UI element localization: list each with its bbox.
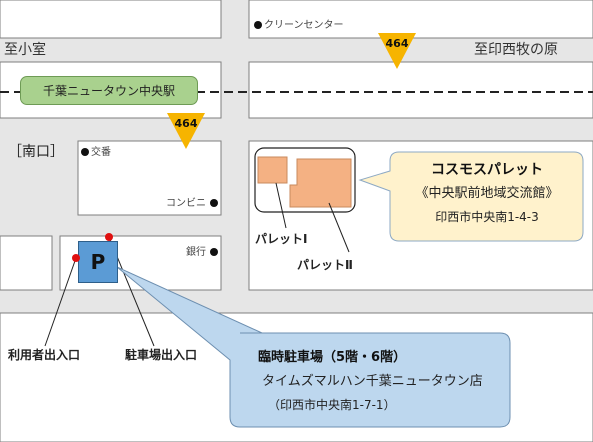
route-number-bottom: 464 xyxy=(174,117,198,130)
block-top-left xyxy=(0,0,222,39)
police-box-label: 交番 xyxy=(81,148,111,158)
parking-callout-shape xyxy=(116,266,511,428)
clean-center-label: クリーンセンター xyxy=(254,21,344,31)
to-komuro-label: 至小室 xyxy=(4,42,46,58)
station-label-box: 千葉ニュータウン中央駅 xyxy=(20,76,198,105)
user-entrance-red-dot-icon xyxy=(72,254,80,262)
south-exit-label: ［南口］ xyxy=(8,144,64,160)
user-entrance-leader xyxy=(44,257,77,347)
parking-symbol-letter: P xyxy=(90,250,106,274)
black-dot-icon xyxy=(81,148,89,156)
to-inzai-makinohara-label: 至印西牧の原 xyxy=(474,42,558,58)
cosmos-address: 印西市中央南1-4-3 xyxy=(435,210,539,224)
black-dot-icon xyxy=(254,21,262,29)
user-entrance-label: 利用者出入口 xyxy=(8,348,81,362)
palette-2-building xyxy=(289,158,352,208)
palette-2-leader xyxy=(328,202,350,253)
block-track-band xyxy=(248,61,593,119)
cosmos-callout-shape xyxy=(358,151,584,242)
black-dot-icon xyxy=(210,199,218,207)
parking-callout-text: 臨時駐車場（5階・6階） タイムズマルハン千葉ニュータウン店 （印西市中央南1-… xyxy=(258,351,506,411)
block-lower-left-strip xyxy=(0,235,53,291)
parking-symbol: P xyxy=(78,241,118,283)
black-dot-icon xyxy=(210,248,218,256)
palette-1-label: パレットⅠ xyxy=(255,232,308,246)
block-middle-left xyxy=(77,140,222,216)
station-name: 千葉ニュータウン中央駅 xyxy=(42,84,175,98)
cosmos-callout-text: コスモスパレット 《中央駅前地域交流館》 印西市中央南1-4-3 xyxy=(392,163,582,223)
cosmos-title: コスモスパレット xyxy=(431,162,543,178)
parking-name: タイムズマルハン千葉ニュータウン店 xyxy=(262,374,483,389)
parking-entrance-red-dot-icon xyxy=(105,233,113,241)
convenience-store-label: コンビニ xyxy=(166,199,220,209)
parking-title: 臨時駐車場（5階・6階） xyxy=(258,350,407,365)
route-464-marker-bottom: 464 xyxy=(167,113,205,149)
route-number-top: 464 xyxy=(385,37,409,50)
palette-1-building xyxy=(257,156,288,184)
palette-2-label: パレットⅡ xyxy=(297,258,353,272)
parking-address: （印西市中央南1-7-1） xyxy=(268,398,396,412)
route-464-marker-top: 464 xyxy=(378,33,416,69)
bank-label: 銀行 xyxy=(186,248,220,258)
block-top-right xyxy=(248,0,593,39)
cosmos-subtitle: 《中央駅前地域交流館》 xyxy=(415,186,559,201)
parking-entrance-label: 駐車場出入口 xyxy=(125,348,198,362)
palette-1-leader xyxy=(275,182,287,229)
